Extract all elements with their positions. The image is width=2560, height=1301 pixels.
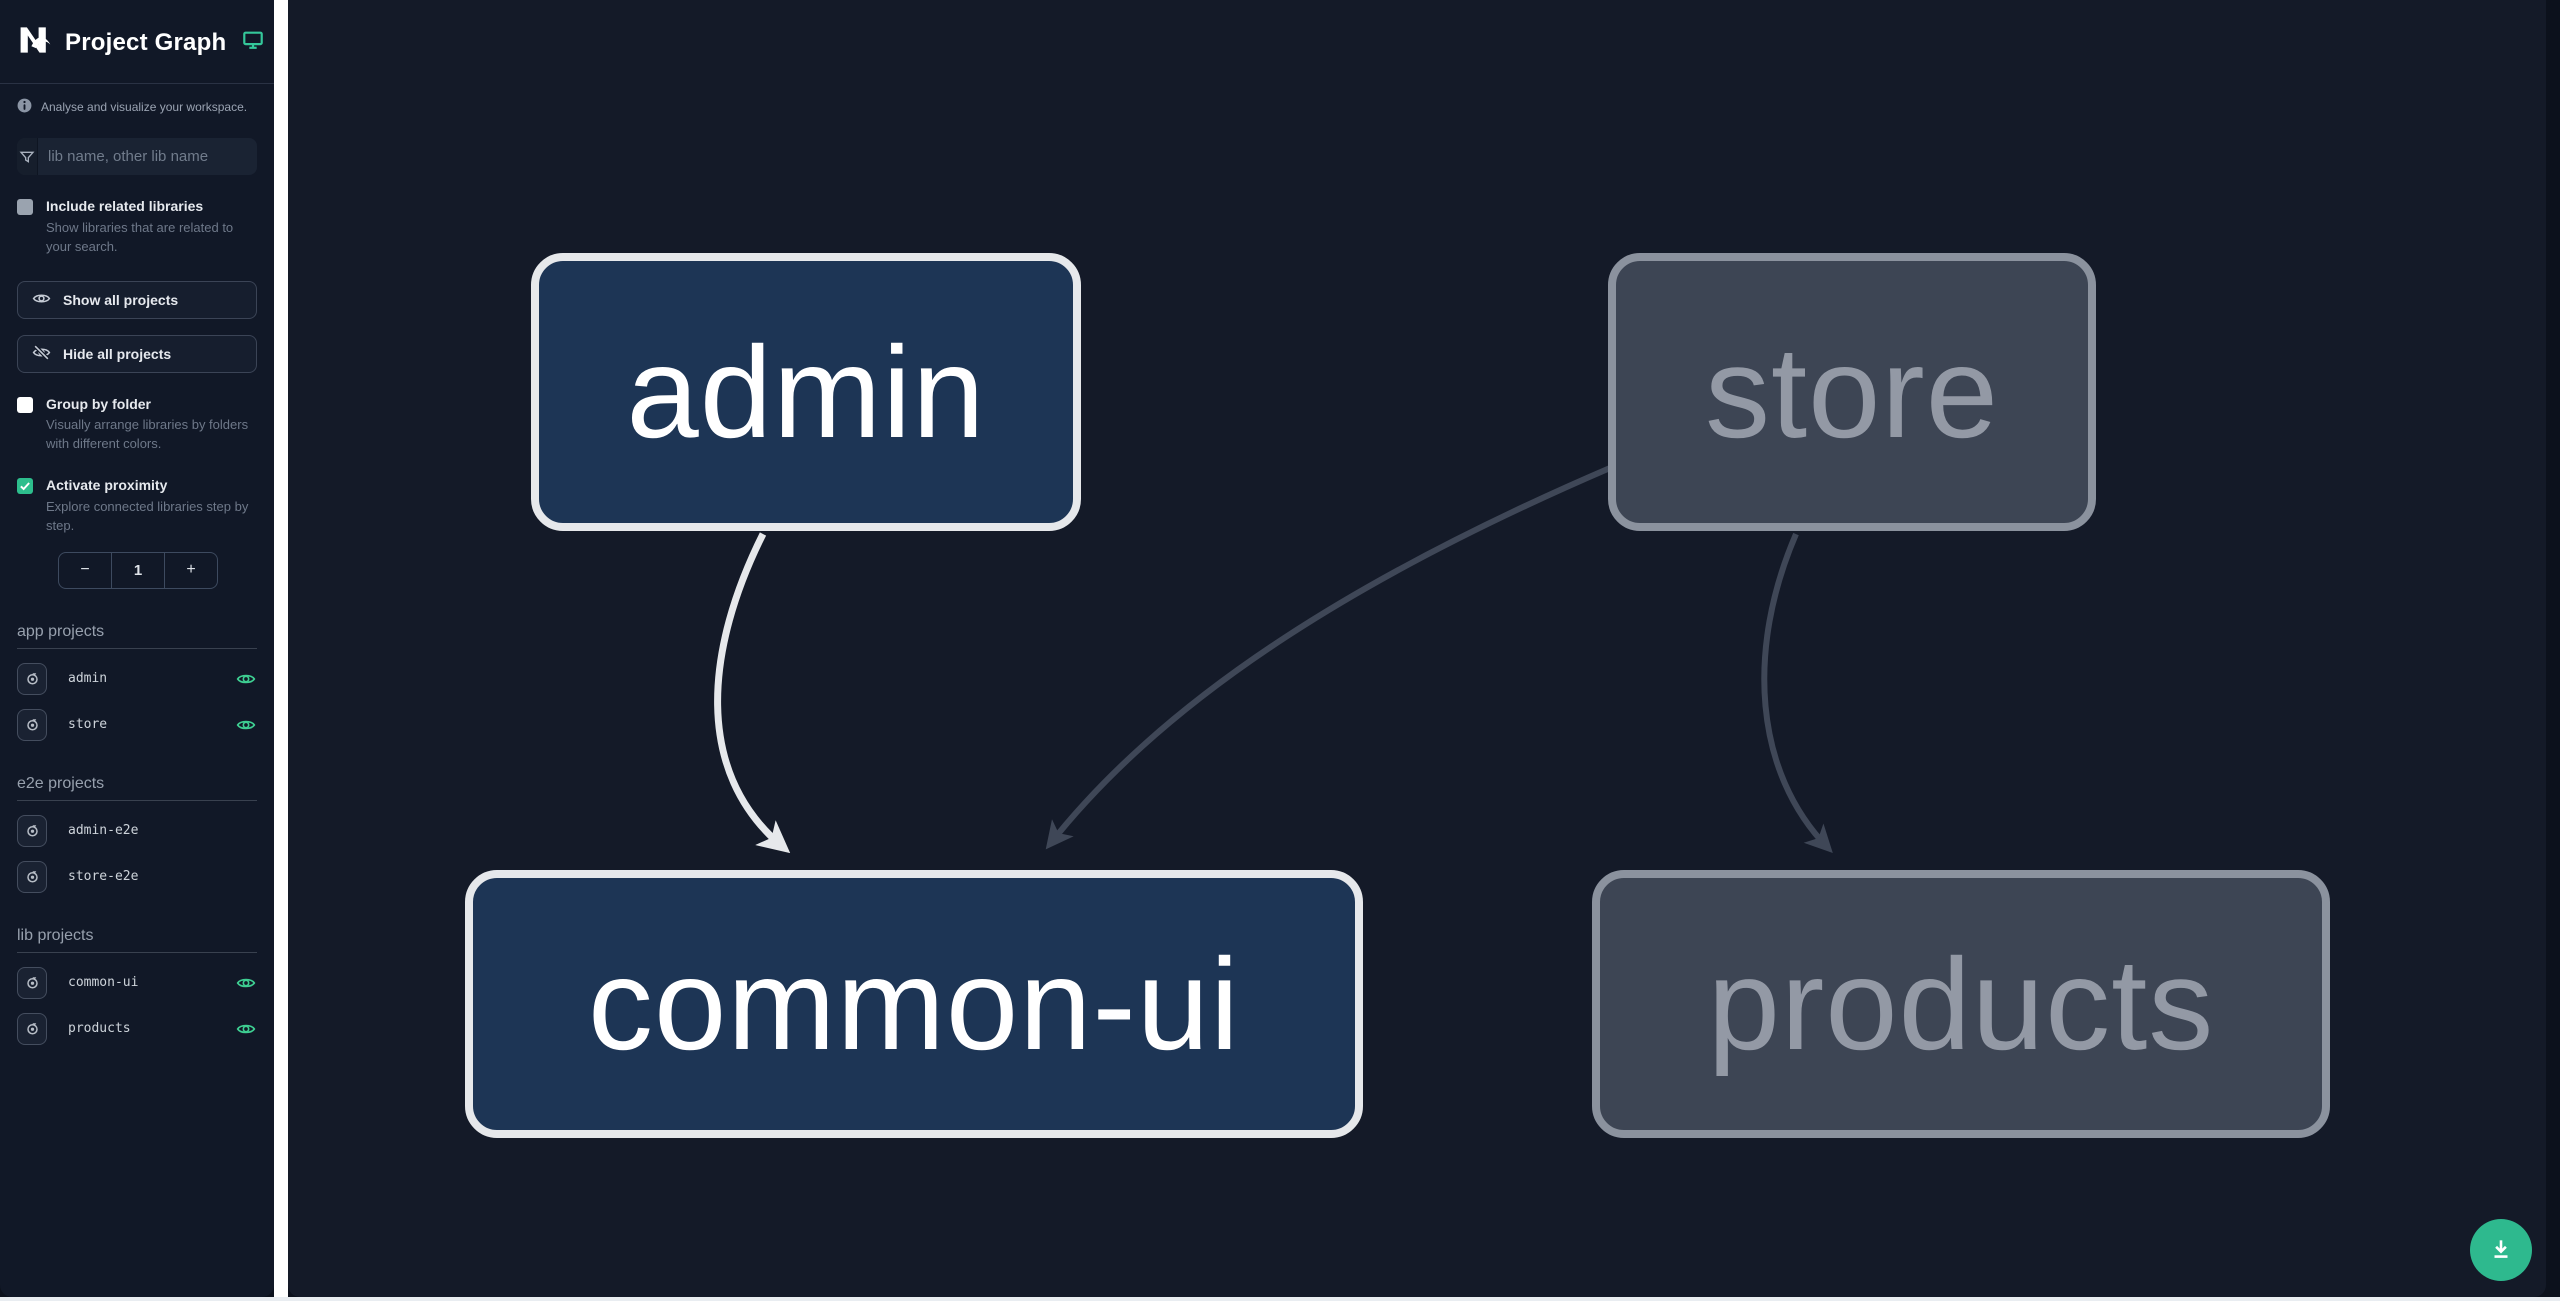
focus-project-button[interactable] xyxy=(17,1012,47,1045)
activate-proximity-description: Explore connected libraries step by step… xyxy=(46,499,249,533)
show-all-projects-button[interactable]: Show all projects xyxy=(17,280,257,319)
filter-input-box xyxy=(17,138,257,175)
app-title: Project Graph xyxy=(65,28,227,56)
tagline-text: Analyse and visualize your workspace. xyxy=(41,100,248,114)
focus-project-button[interactable] xyxy=(17,708,47,741)
hide-all-projects-button[interactable]: Hide all projects xyxy=(17,334,257,373)
project-name[interactable]: store xyxy=(68,717,108,733)
project-name[interactable]: store-e2e xyxy=(68,869,139,885)
group-by-folder-row: Group by folder Visually arrange librari… xyxy=(0,395,274,455)
project-name[interactable]: admin-e2e xyxy=(68,823,139,839)
proximity-stepper: − 1 + xyxy=(58,551,218,589)
graph-node-common-ui[interactable]: common-ui xyxy=(465,870,1363,1138)
section-title: e2e projects xyxy=(17,775,257,801)
sidebar-header: Project Graph xyxy=(0,0,274,83)
hide-all-projects-label: Hide all projects xyxy=(63,345,172,362)
activate-proximity-row: Activate proximity Explore connected lib… xyxy=(0,476,274,536)
project-row-store: store xyxy=(17,708,257,741)
tagline-row: Analyse and visualize your workspace. xyxy=(0,84,274,120)
edge-admin-to-common-ui xyxy=(714,532,791,854)
node-label: store xyxy=(1704,319,1999,465)
edge-store-to-common-ui xyxy=(1045,465,1612,850)
project-name[interactable]: admin xyxy=(68,671,108,687)
project-row-common-ui: common-ui xyxy=(17,966,257,999)
filter-input[interactable] xyxy=(38,138,257,175)
funnel-icon xyxy=(17,138,38,175)
include-related-label: Include related libraries xyxy=(46,198,204,214)
edge-store-to-products xyxy=(1761,532,1833,853)
toggle-visibility-eye-icon[interactable] xyxy=(235,715,257,735)
proximity-increment-button[interactable]: + xyxy=(164,552,217,588)
node-label: products xyxy=(1707,931,2215,1077)
focus-project-button[interactable] xyxy=(17,662,47,695)
section-app-projects: app projects admin xyxy=(0,623,274,741)
project-row-products: products xyxy=(17,1012,257,1045)
activate-proximity-label: Activate proximity xyxy=(46,477,168,494)
focus-project-button[interactable] xyxy=(17,814,47,847)
page-bottom-edge xyxy=(0,1297,2560,1301)
toggle-visibility-eye-icon[interactable] xyxy=(235,973,257,993)
toggle-visibility-eye-icon[interactable] xyxy=(235,1019,257,1039)
graph-node-products[interactable]: products xyxy=(1592,870,2330,1138)
node-label: admin xyxy=(626,319,986,465)
project-row-admin-e2e: admin-e2e xyxy=(17,814,257,847)
focus-project-button[interactable] xyxy=(17,966,47,999)
download-icon xyxy=(2488,1236,2514,1265)
group-by-folder-label: Group by folder xyxy=(46,395,151,412)
include-related-row: Include related libraries Show libraries… xyxy=(0,197,274,257)
project-row-store-e2e: store-e2e xyxy=(17,860,257,893)
graph-node-admin[interactable]: admin xyxy=(531,253,1081,531)
activate-proximity-checkbox[interactable] xyxy=(17,478,33,495)
group-by-folder-checkbox[interactable] xyxy=(17,396,33,413)
node-label: common-ui xyxy=(588,931,1240,1077)
graph-node-store[interactable]: store xyxy=(1608,253,2096,531)
toggle-visibility-eye-icon[interactable] xyxy=(235,669,257,689)
section-title: app projects xyxy=(17,623,257,649)
header-divider xyxy=(0,83,274,84)
section-e2e-projects: e2e projects admin-e2e xyxy=(0,775,274,893)
project-row-admin: admin xyxy=(17,662,257,695)
include-related-checkbox[interactable] xyxy=(17,199,33,215)
eye-icon xyxy=(32,289,51,311)
proximity-value: 1 xyxy=(111,552,164,588)
show-all-projects-label: Show all projects xyxy=(63,291,179,308)
monitor-icon[interactable] xyxy=(242,29,264,56)
include-related-description: Show libraries that are related to your … xyxy=(46,219,234,254)
sidebar-resize-divider[interactable] xyxy=(274,0,288,1297)
info-icon xyxy=(17,98,32,116)
focus-project-button[interactable] xyxy=(17,860,47,893)
sidebar: Project Graph Analyse and visualize your… xyxy=(0,0,274,1297)
dependency-edges xyxy=(714,465,1833,854)
graph-canvas[interactable]: admin store common-ui products xyxy=(288,0,2546,1297)
project-name[interactable]: common-ui xyxy=(68,975,139,991)
group-by-folder-description: Visually arrange libraries by folders wi… xyxy=(46,417,249,452)
eye-off-icon xyxy=(32,343,51,365)
nx-logo-icon xyxy=(17,22,53,63)
project-name[interactable]: products xyxy=(68,1021,131,1037)
proximity-decrement-button[interactable]: − xyxy=(80,561,90,579)
download-image-button[interactable] xyxy=(2470,1219,2532,1281)
section-lib-projects: lib projects common-ui xyxy=(0,927,274,1045)
section-title: lib projects xyxy=(17,927,257,953)
